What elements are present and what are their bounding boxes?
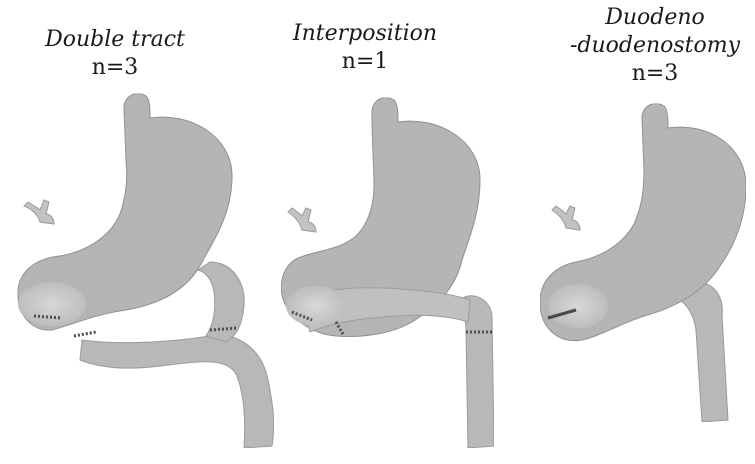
interposition-diagram (281, 98, 494, 448)
duodenoduodenostomy-diagram (540, 104, 746, 422)
duodenum (680, 282, 728, 422)
suture-line (74, 332, 96, 336)
gastric-pouch (18, 282, 86, 326)
jejunum-lower (80, 335, 274, 448)
esophagus (24, 200, 54, 224)
esophagus (552, 206, 580, 230)
gastric-pouch (286, 286, 346, 326)
gastric-pouch (548, 284, 608, 328)
double-tract-diagram (18, 94, 274, 448)
esophagus (288, 208, 316, 232)
duodenum-limb (198, 262, 244, 342)
